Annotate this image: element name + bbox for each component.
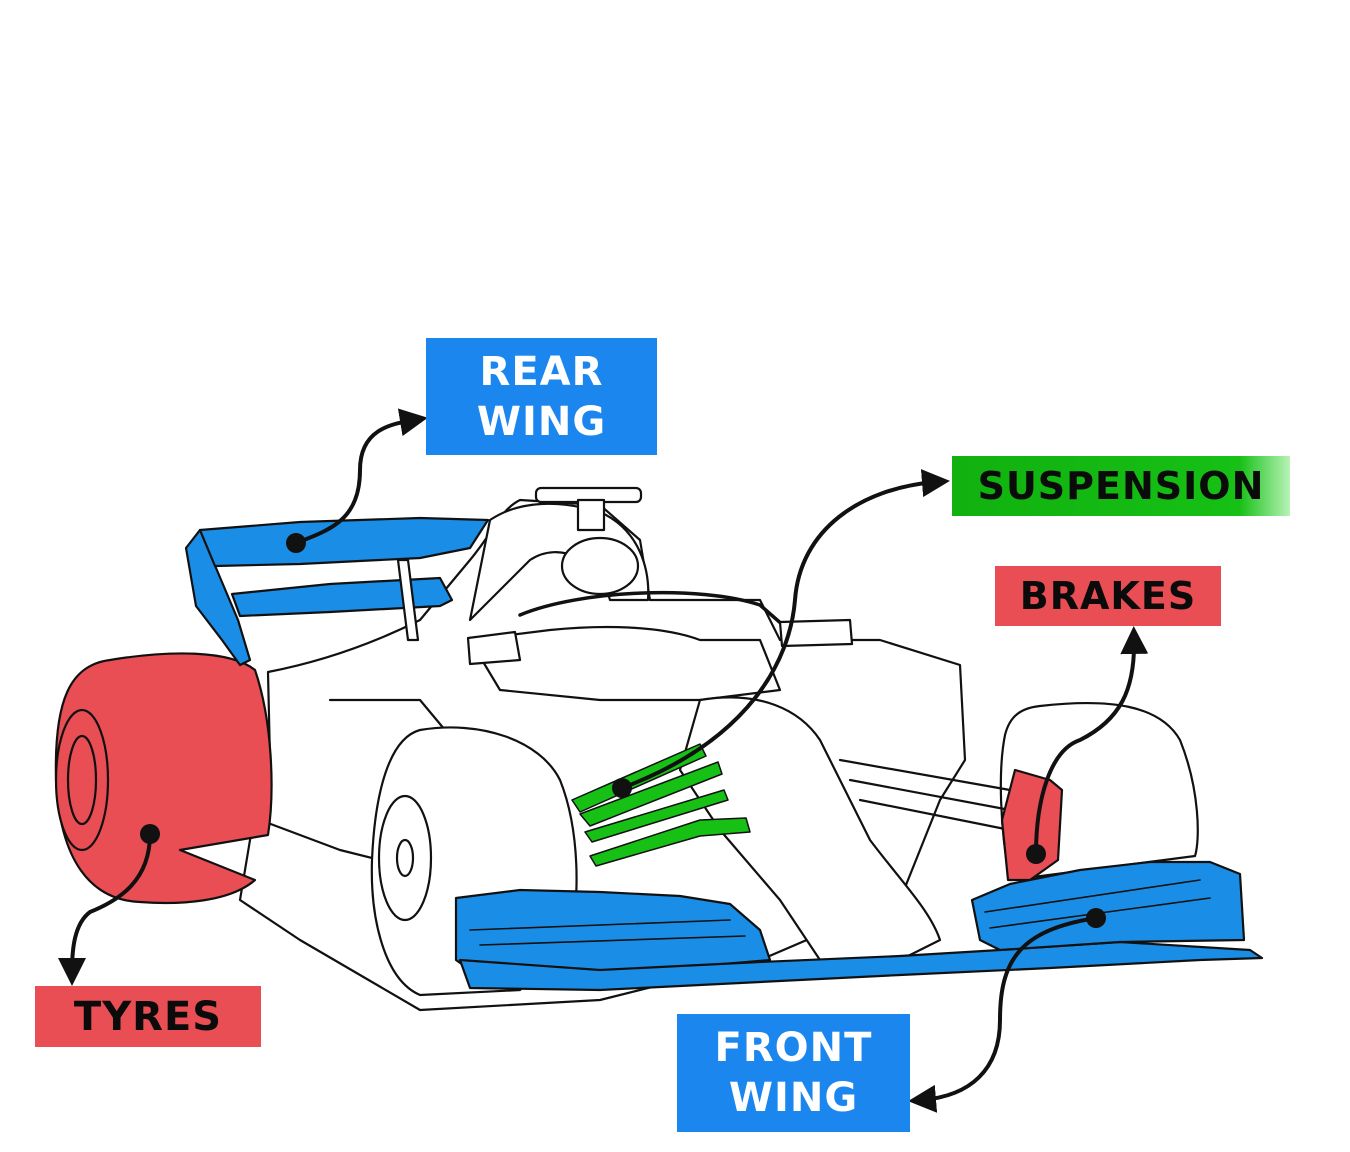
mirror-left bbox=[466, 630, 522, 666]
front-wing-elements bbox=[469, 879, 1211, 946]
suspension-label-text: SUSPENSION bbox=[977, 464, 1265, 508]
front-wing-main bbox=[458, 940, 1264, 992]
brakes-label-text: BRAKES bbox=[1019, 574, 1197, 618]
right-suspension-arms bbox=[838, 758, 1012, 832]
front-suspension bbox=[571, 743, 751, 867]
roll-hoop-post bbox=[576, 498, 606, 532]
dot-rear-wing bbox=[286, 533, 306, 553]
arrow-suspension bbox=[620, 469, 950, 790]
airbox-intake bbox=[560, 536, 640, 596]
mirror-right bbox=[778, 618, 854, 648]
arrow-rear-wing bbox=[294, 408, 428, 545]
rear-wing-label-line1: REAR bbox=[479, 348, 604, 395]
front-left-hub bbox=[395, 838, 415, 878]
brakes-label: BRAKES bbox=[995, 566, 1221, 626]
arrow-front-wing bbox=[908, 916, 1098, 1113]
dot-tyres bbox=[140, 824, 160, 844]
cockpit-opening bbox=[468, 625, 782, 702]
front-wing-label-line1: FRONT bbox=[714, 1025, 873, 1071]
front-wing-label-line2: WING bbox=[728, 1075, 859, 1121]
rear-tyre-rim bbox=[54, 708, 110, 852]
dot-front-wing bbox=[1086, 908, 1106, 928]
front-left-rim bbox=[377, 794, 433, 922]
dot-brakes bbox=[1026, 844, 1046, 864]
tyres-label: TYRES bbox=[35, 986, 261, 1047]
tyres-label-text: TYRES bbox=[73, 993, 223, 1040]
nose-cone bbox=[678, 696, 942, 962]
rear-wing-label: REAR WING bbox=[426, 338, 657, 455]
arrow-tyres bbox=[58, 832, 152, 986]
rear-tyre-rim-inner bbox=[66, 734, 98, 826]
arrow-brakes bbox=[1034, 626, 1149, 856]
rear-wing-pillar bbox=[396, 558, 420, 642]
halo bbox=[518, 590, 802, 642]
airbox bbox=[468, 502, 650, 622]
dot-suspension bbox=[612, 778, 632, 798]
rear-wing-mainplane bbox=[198, 516, 490, 568]
rear-wing-label-line2: WING bbox=[476, 398, 607, 445]
rear-wing-flap bbox=[230, 576, 454, 618]
front-wing-label: FRONT WING bbox=[677, 1014, 910, 1132]
suspension-label: SUSPENSION bbox=[952, 456, 1290, 516]
brake-duct bbox=[1000, 768, 1064, 882]
